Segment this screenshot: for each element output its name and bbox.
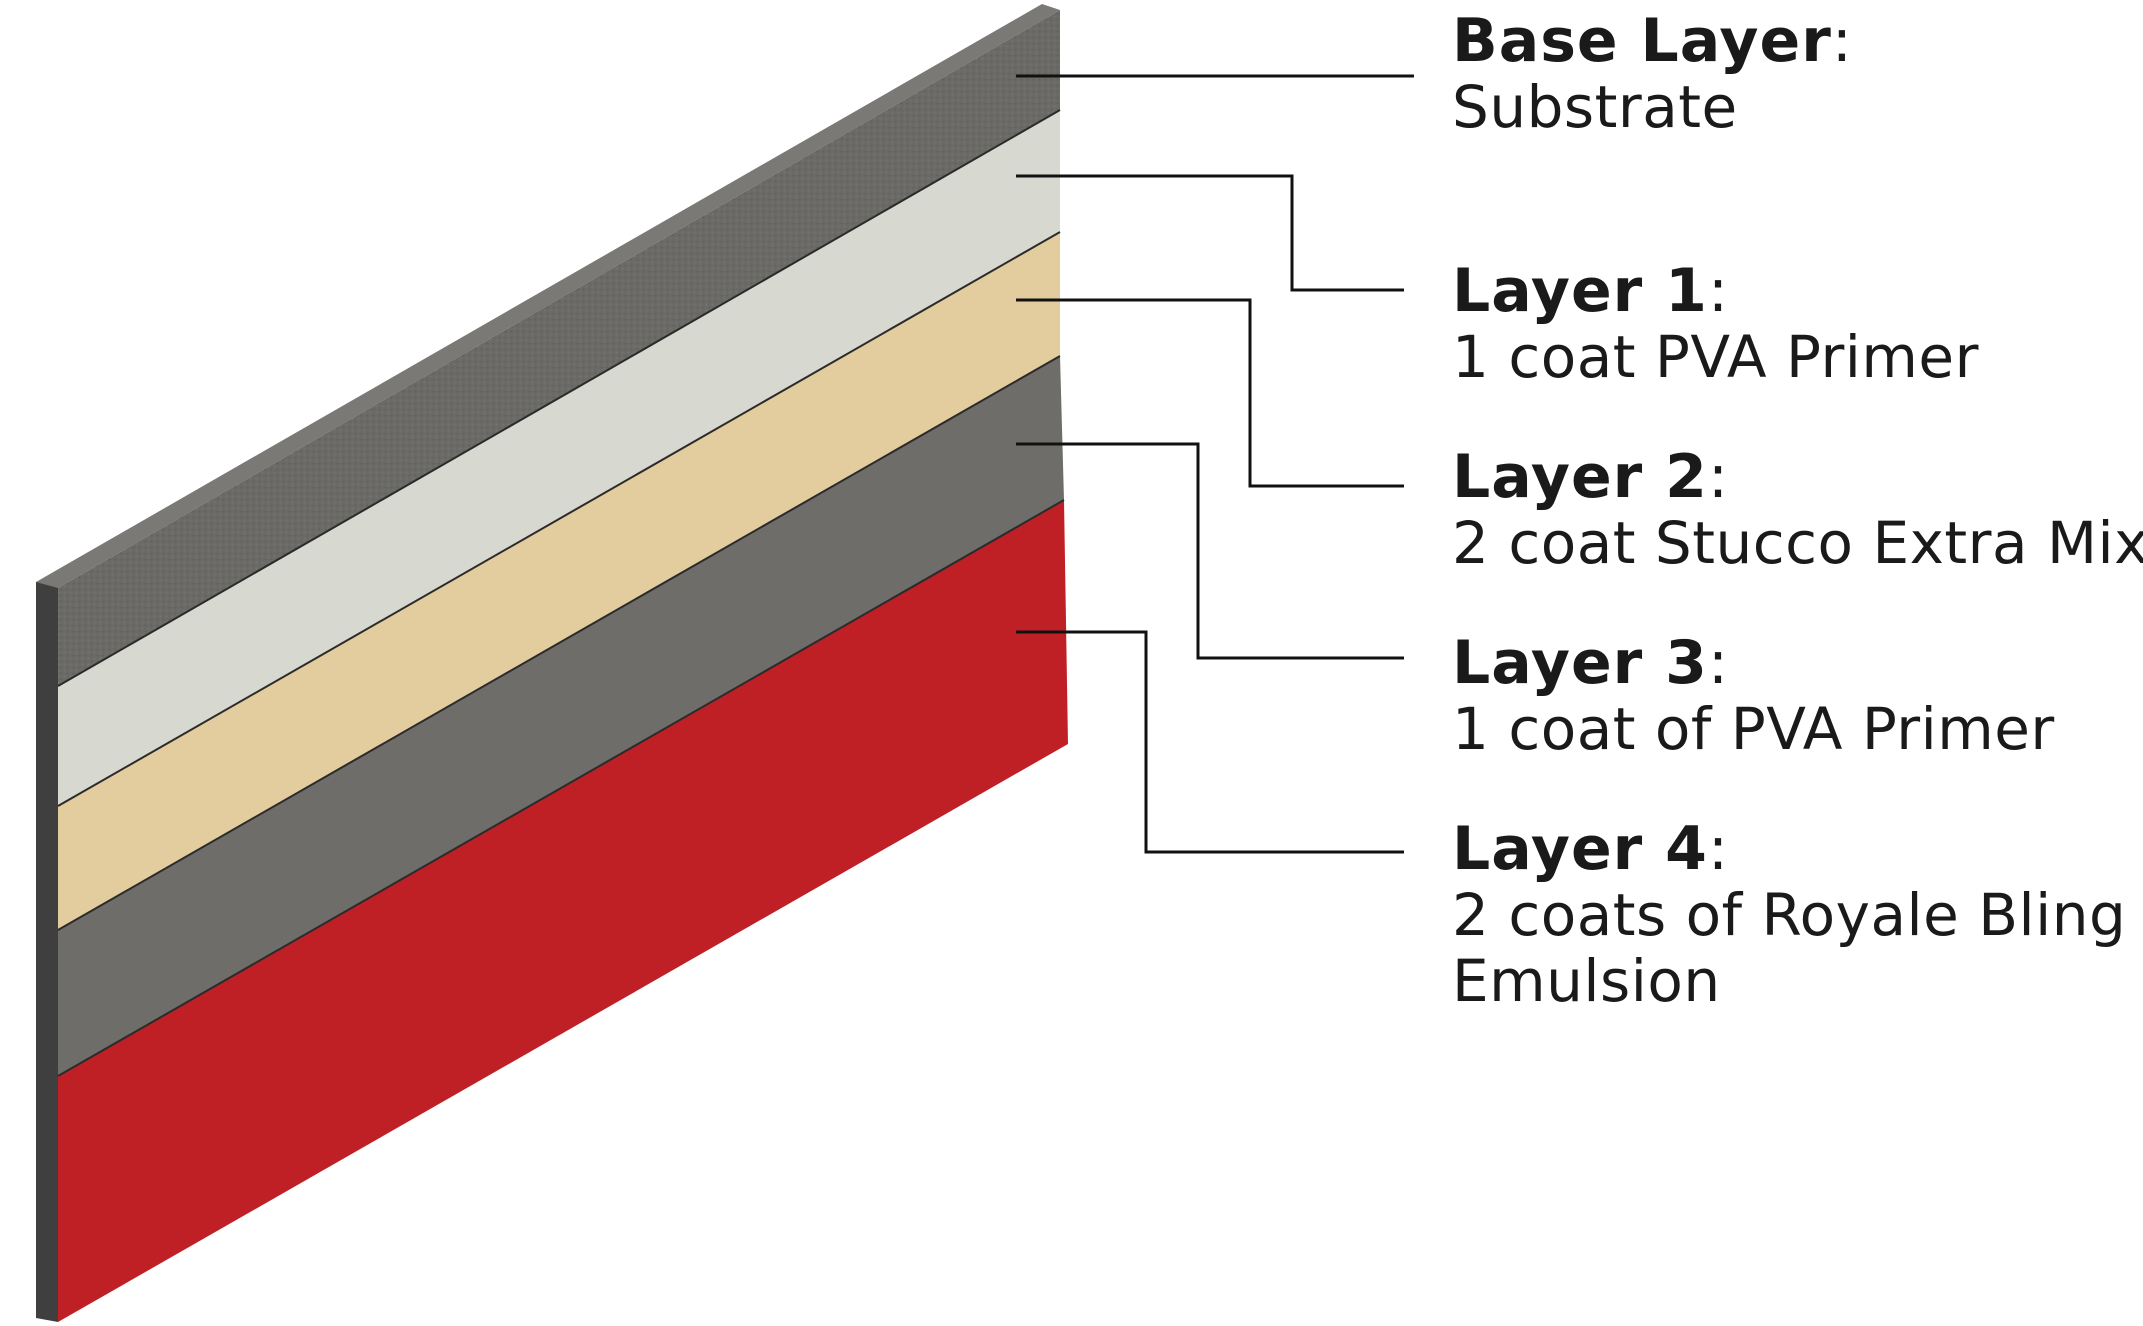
label-base-layer-title: Base Layer bbox=[1452, 6, 1832, 76]
label-layer-1-title: Layer 1 bbox=[1452, 256, 1708, 326]
label-base-layer: Base Layer: Substrate bbox=[1452, 8, 1853, 140]
label-layer-1-colon: : bbox=[1707, 256, 1730, 326]
layer-2-panel bbox=[58, 232, 1060, 930]
label-layer-3: Layer 3: 1 coat of PVA Primer bbox=[1452, 630, 2055, 762]
base-layer-grain bbox=[58, 10, 1060, 686]
leader-line-layer-2 bbox=[1016, 298, 1404, 488]
label-layer-2-title: Layer 2 bbox=[1452, 442, 1708, 512]
base-layer-top-edge bbox=[36, 4, 1060, 588]
label-layer-1: Layer 1: 1 coat PVA Primer bbox=[1452, 258, 1979, 390]
substrate-side-edge bbox=[36, 576, 58, 1322]
label-layer-2-desc: 2 coat Stucco Extra Mix bbox=[1452, 509, 2143, 577]
label-layer-3-desc: 1 coat of PVA Primer bbox=[1452, 695, 2055, 763]
label-base-layer-desc: Substrate bbox=[1452, 73, 1738, 141]
layer-3-panel bbox=[58, 356, 1064, 1076]
layer-4-panel bbox=[58, 500, 1068, 1322]
label-layer-4-desc-line-1: 2 coats of Royale Bling bbox=[1452, 881, 2127, 949]
label-layer-4-title: Layer 4 bbox=[1452, 814, 1708, 884]
leader-lines bbox=[1016, 74, 1414, 854]
leader-line-layer-4 bbox=[1016, 630, 1404, 854]
label-layer-3-title: Layer 3 bbox=[1452, 628, 1708, 698]
layer-separators bbox=[57, 109, 1065, 1077]
label-layer-2-colon: : bbox=[1707, 442, 1730, 512]
label-layer-3-colon: : bbox=[1707, 628, 1730, 698]
label-layer-2: Layer 2: 2 coat Stucco Extra Mix bbox=[1452, 444, 2143, 576]
label-layer-1-desc: 1 coat PVA Primer bbox=[1452, 323, 1979, 391]
layer-1-panel bbox=[58, 110, 1060, 806]
leader-line-layer-1 bbox=[1016, 174, 1404, 292]
leader-line-layer-3 bbox=[1016, 442, 1404, 660]
label-layer-4-desc-line-2: Emulsion bbox=[1452, 947, 1721, 1015]
label-base-layer-colon: : bbox=[1831, 6, 1854, 76]
label-layer-4: Layer 4: 2 coats of Royale Bling Emulsio… bbox=[1452, 816, 2126, 1014]
label-layer-4-colon: : bbox=[1707, 814, 1730, 884]
